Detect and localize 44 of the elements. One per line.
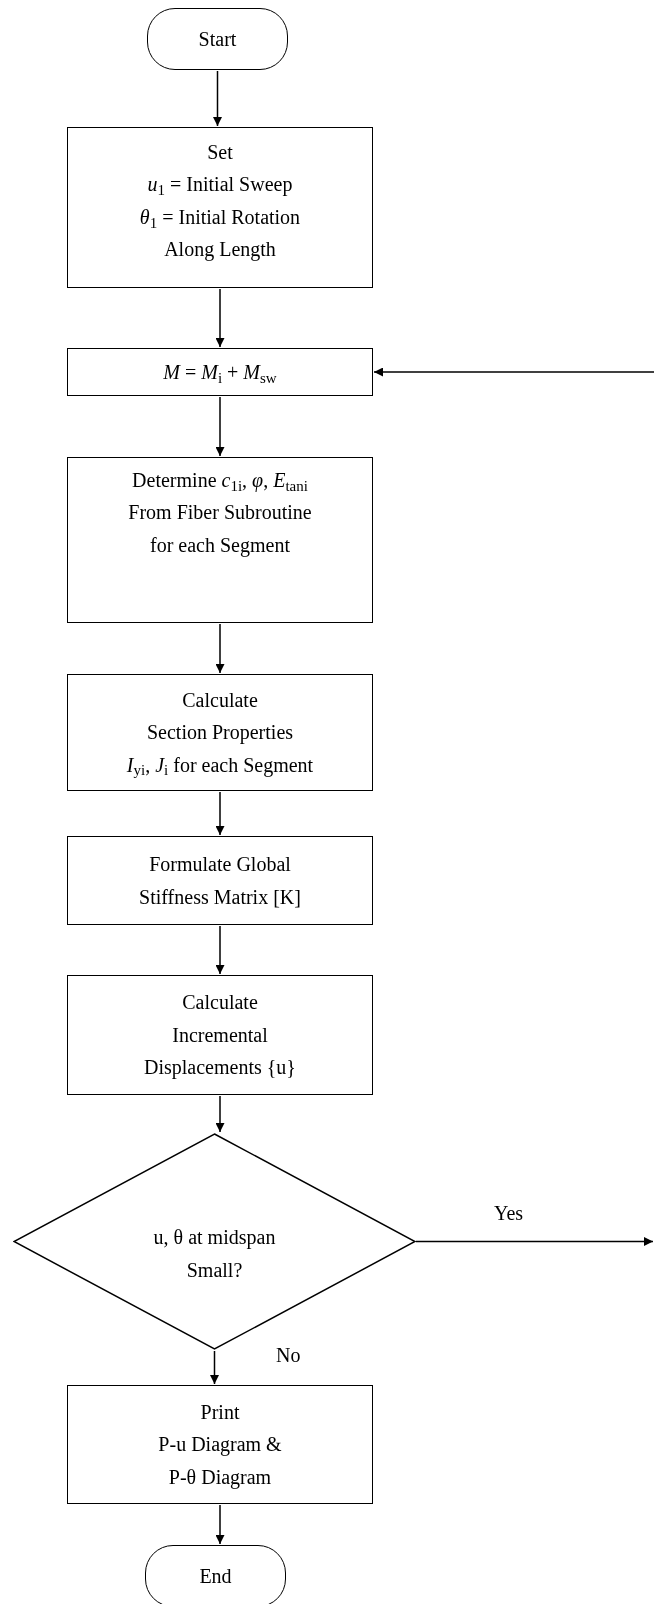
terminal-box — [147, 8, 288, 70]
node-text: u, θ at midspan — [153, 1225, 276, 1251]
arrow — [210, 1350, 219, 1385]
node-text: Displacements {u} — [144, 1055, 296, 1081]
node-text: P-θ Diagram — [168, 1464, 272, 1491]
node-text: P-u Diagram & — [158, 1432, 282, 1458]
node-text: Calculate — [182, 990, 258, 1016]
terminal-box — [145, 1545, 286, 1604]
process-box — [67, 674, 373, 791]
node-text: From Fiber Subroutine — [128, 500, 312, 526]
node-text: Determine c$_{1i}$, φ, E$_{tani}$ — [132, 468, 308, 496]
decision-diamond — [13, 1133, 416, 1350]
node-text: Along Length — [164, 237, 276, 263]
node-text: Set — [207, 140, 233, 165]
process-box — [67, 975, 373, 1095]
node-text: Start — [198, 26, 237, 52]
node-text: θ$_{1}$ = Initial Rotation — [139, 204, 301, 233]
node-text: for each Segment — [150, 532, 290, 559]
arrow — [215, 925, 225, 975]
node-text: I$_{yi}$, J$_{i}$ for each Segment — [126, 752, 314, 781]
arrow — [373, 367, 654, 377]
arrow — [215, 791, 225, 836]
node-text: Small? — [186, 1257, 243, 1283]
node-text: Incremental — [172, 1022, 268, 1048]
arrow — [215, 396, 225, 457]
node-text: Print — [200, 1399, 240, 1425]
node-text: Calculate — [182, 687, 258, 713]
node-text: u$_{1}$ = Initial Sweep — [147, 172, 293, 201]
process-box — [67, 836, 373, 925]
arrow — [215, 623, 225, 674]
process-box — [67, 127, 373, 288]
process-box — [67, 457, 373, 623]
node-text: Section Properties — [146, 720, 294, 746]
arrow — [415, 1237, 654, 1246]
arrow — [215, 1504, 225, 1545]
node-text: M = M$_{i}$ + M$_{sw}$ — [163, 359, 277, 388]
node-text: End — [199, 1563, 232, 1589]
process-box — [67, 1385, 373, 1504]
process-box — [67, 348, 373, 396]
node-text: Formulate Global — [149, 852, 291, 878]
node-text: Stiffness Matrix [K] — [139, 884, 301, 910]
arrow — [213, 70, 222, 127]
arrow — [215, 1095, 225, 1133]
arrow — [215, 288, 225, 348]
